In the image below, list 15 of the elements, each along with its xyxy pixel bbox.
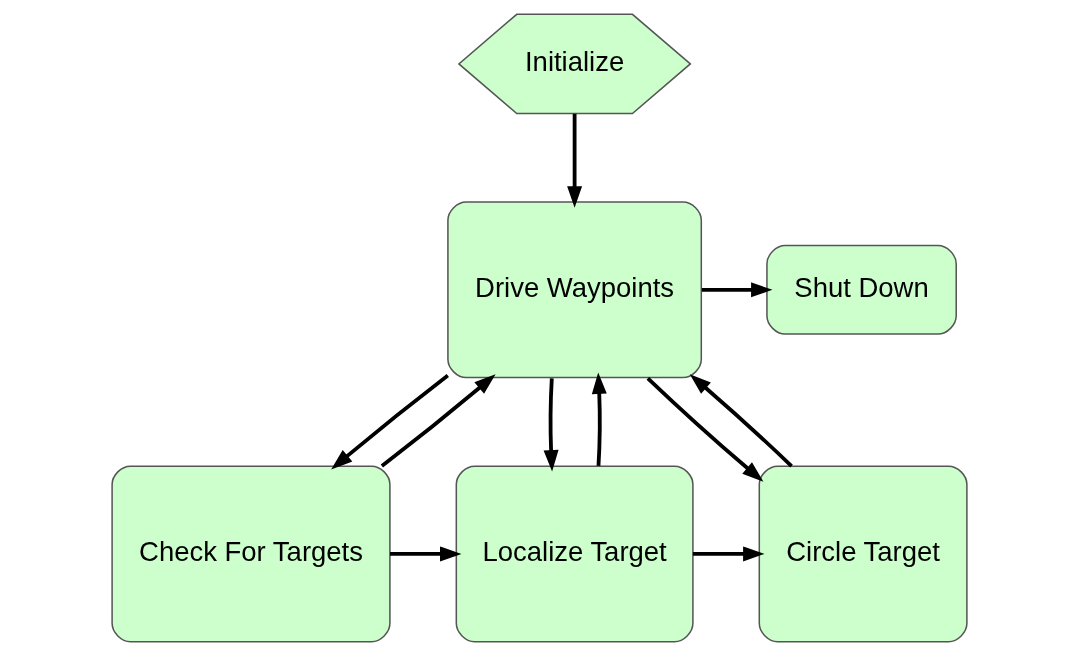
arrow [566,113,582,208]
node-box: Shut Down [765,244,957,335]
arrow [389,546,461,562]
arrow [330,373,449,470]
arrow [646,376,763,482]
node-box: Drive Waypoints [446,201,702,379]
arrow [701,282,772,298]
arrow [380,374,496,468]
node-box: Circle Target [758,465,968,643]
node-box: Localize Target [455,465,694,643]
arrow [591,372,607,466]
arrow [543,378,559,472]
node-box: Check For Targets [110,465,391,643]
arrow [692,546,765,562]
arrow [689,374,793,468]
